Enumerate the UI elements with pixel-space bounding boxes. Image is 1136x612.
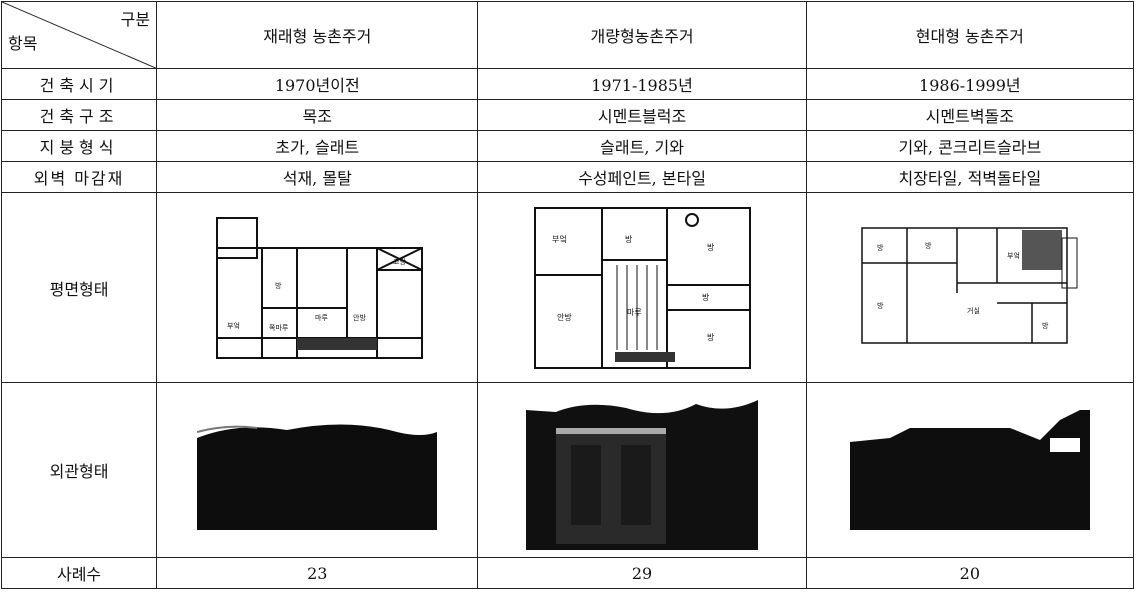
row-roof-type: 지붕형식 초가, 슬래트 슬래트, 기와 기와, 콘크리트슬라브	[0, 130, 1135, 162]
cell-value: 수성페인트, 본타일	[477, 161, 807, 193]
photo-traditional-cell	[156, 382, 479, 558]
room-label: 방	[1042, 321, 1049, 330]
cell-value: 시멘트블럭조	[477, 99, 807, 131]
room-label: 부엌	[1007, 252, 1020, 260]
room-label: 고방	[393, 257, 406, 266]
room-label: 방	[275, 281, 282, 290]
room-label: 거실	[967, 306, 980, 315]
row-label: 건축시기	[0, 68, 158, 100]
room-label: 방	[877, 243, 884, 252]
cell-value: 시멘트벽돌조	[805, 99, 1135, 131]
row-label: 평면형태	[0, 192, 158, 383]
photo-modern-cell	[805, 382, 1135, 558]
room-label: 부엌	[227, 322, 240, 330]
cell-value: 초가, 슬래트	[156, 130, 479, 162]
room-label: 쪽마루	[269, 323, 289, 332]
column-header-modern: 현대형 농촌주거	[805, 1, 1135, 69]
row-case-count: 사례수 23 29 20	[0, 557, 1135, 589]
cell-value: 1970년이전	[156, 68, 479, 100]
photo-improved-cell	[477, 382, 807, 558]
floor-plan-traditional-cell: 부엌 방 마루 안방 쪽마루 고방	[156, 192, 479, 383]
room-label: 부엌	[552, 235, 567, 244]
cell-value: 1986-1999년	[805, 68, 1135, 100]
row-exterior-finish: 외벽 마감재 석재, 몰탈 수성페인트, 본타일 치장타일, 적벽돌타일	[0, 161, 1135, 193]
room-label: 방	[707, 242, 715, 252]
cell-value: 29	[477, 557, 807, 589]
room-label: 안방	[353, 313, 366, 322]
cell-value: 슬래트, 기와	[477, 130, 807, 162]
row-label: 사례수	[0, 557, 158, 589]
cell-value: 치장타일, 적벽돌타일	[805, 161, 1135, 193]
exterior-photo-improved	[526, 390, 759, 550]
floor-plan-modern: 방 방 부엌 거실 방 방	[861, 226, 1078, 344]
cell-value: 기와, 콘크리트슬라브	[805, 130, 1135, 162]
room-label: 방	[877, 301, 884, 310]
room-label: 마루	[627, 308, 642, 317]
exterior-photo-modern	[849, 410, 1090, 530]
row-label: 지붕형식	[0, 130, 158, 162]
row-exterior-photo: 외관형태	[0, 382, 1135, 558]
cell-value: 1971-1985년	[477, 68, 807, 100]
row-label: 외벽 마감재	[0, 161, 158, 193]
cell-value: 목조	[156, 99, 479, 131]
floor-plan-traditional: 부엌 방 마루 안방 쪽마루 고방	[216, 216, 424, 359]
row-label: 건축구조	[0, 99, 158, 131]
floor-plan-modern-cell: 방 방 부엌 거실 방 방	[805, 192, 1135, 383]
room-label: 마루	[315, 313, 328, 322]
row-structure: 건축구조 목조 시멘트블럭조 시멘트벽돌조	[0, 99, 1135, 131]
exterior-photo-traditional	[197, 410, 438, 530]
cell-value: 석재, 몰탈	[156, 161, 479, 193]
cell-value: 23	[156, 557, 479, 589]
room-label: 방	[707, 332, 715, 342]
header-row: 구분 항목 재래형 농촌주거 개량형농촌주거 현대형 농촌주거	[0, 1, 1135, 69]
row-floor-plan: 평면형태 부엌 방 마루	[0, 192, 1135, 383]
diagonal-divider	[2, 2, 156, 68]
corner-top-label: 구분	[120, 10, 151, 29]
column-header-traditional: 재래형 농촌주거	[156, 1, 479, 69]
column-header-improved: 개량형농촌주거	[477, 1, 807, 69]
room-label: 방	[625, 234, 633, 244]
floor-plan-improved: 부엌 방 방 안방 마루 방 방	[534, 207, 752, 369]
corner-bottom-label: 항목	[8, 34, 38, 53]
row-label: 외관형태	[0, 382, 158, 558]
row-construction-period: 건축시기 1970년이전 1971-1985년 1986-1999년	[0, 68, 1135, 100]
floor-plan-improved-cell: 부엌 방 방 안방 마루 방 방	[477, 192, 807, 383]
header-corner-cell: 구분 항목	[0, 1, 158, 69]
room-label: 방	[702, 292, 710, 302]
room-label: 안방	[557, 312, 572, 322]
housing-type-table: 구분 항목 재래형 농촌주거 개량형농촌주거 현대형 농촌주거 건축시기 197…	[0, 1, 1135, 589]
room-label: 방	[925, 241, 932, 250]
cell-value: 20	[805, 557, 1135, 589]
